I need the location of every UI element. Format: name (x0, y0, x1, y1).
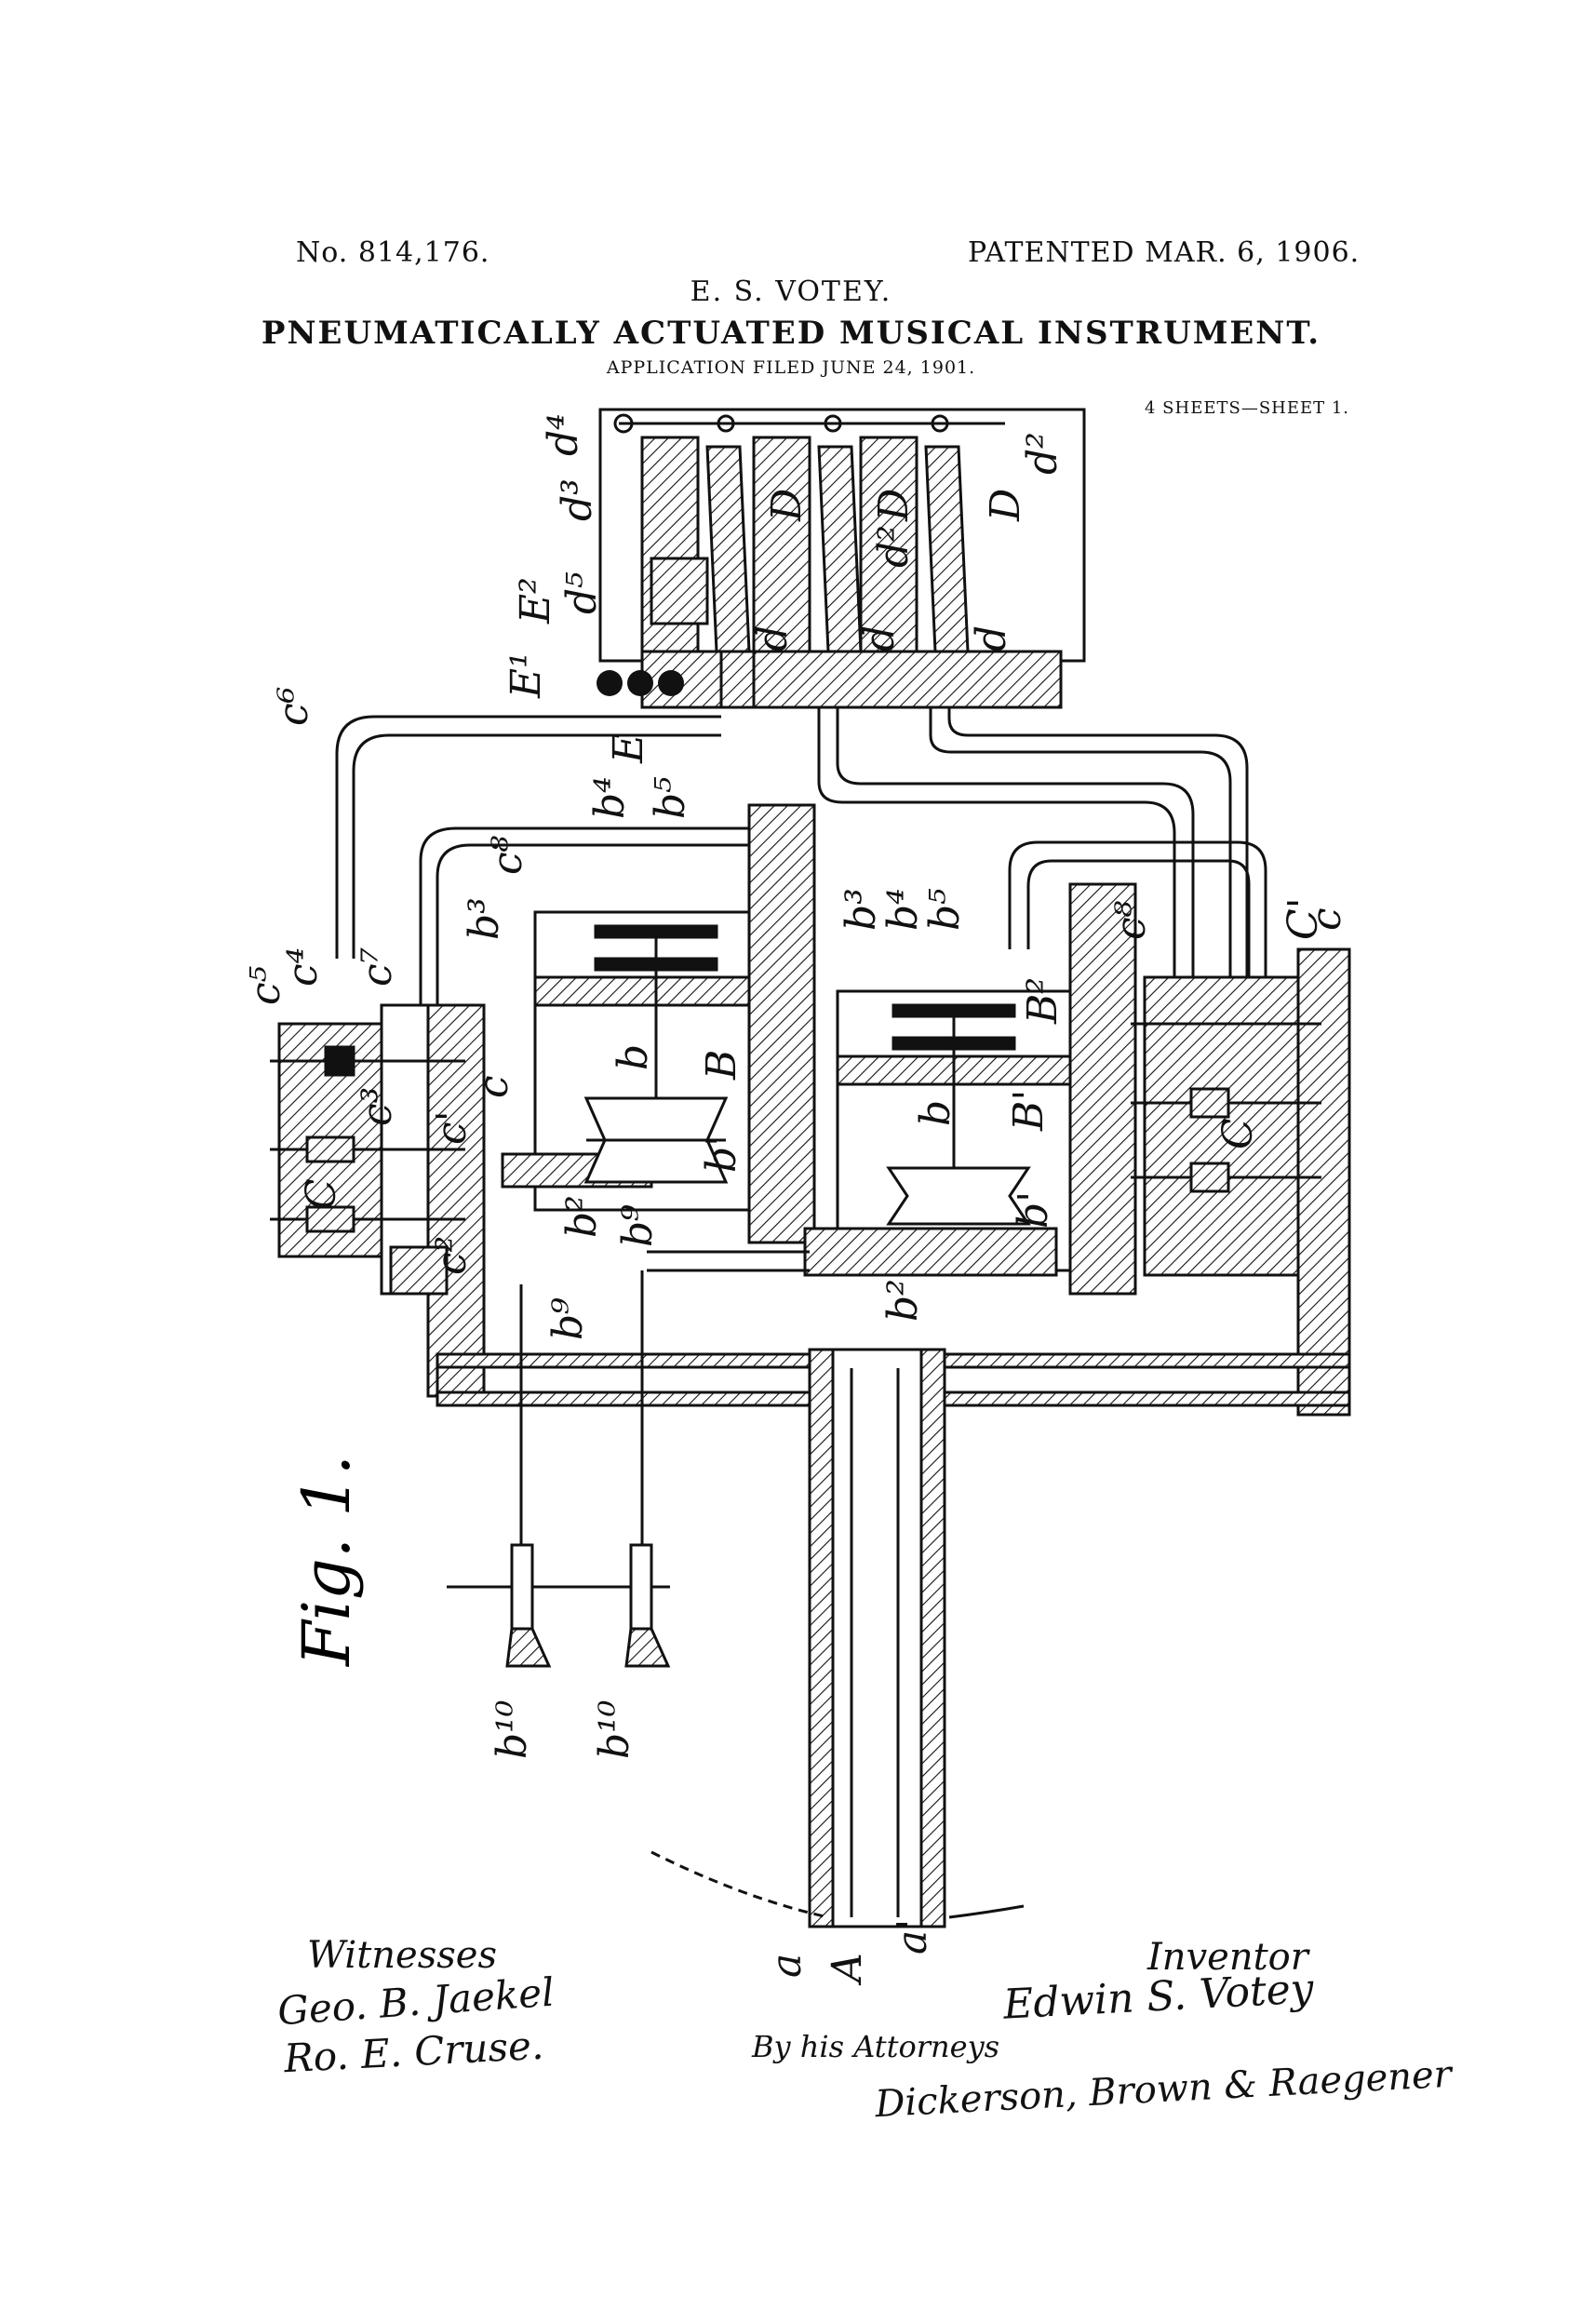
pouch-rollers (597, 670, 684, 696)
label-c6: c⁶ (270, 687, 317, 726)
label-d2-right: d² (1019, 432, 1066, 475)
application-filed-date: APPLICATION FILED JUNE 24, 1901. (606, 357, 976, 378)
primary-bellows-B (501, 803, 816, 1244)
label-b2-right: b² (879, 1279, 927, 1322)
label-d2-middle: d² (870, 525, 918, 568)
label-d5: d⁵ (558, 571, 606, 614)
label-b3-left: b³ (461, 897, 508, 940)
wind-trunk (436, 1250, 1351, 1928)
label-b2-left: b² (558, 1195, 606, 1238)
label-d-second: d (856, 625, 904, 652)
inventor-name: E. S. VOTEY. (690, 275, 892, 308)
label-b4-left: b⁴ (586, 776, 634, 819)
air-conduits (335, 707, 1267, 1005)
label-c-prime-left: c' (428, 1110, 476, 1145)
valve-chest-right (1131, 947, 1351, 1417)
label-b5-right: b⁵ (921, 888, 969, 931)
label-A: A (824, 1953, 871, 1986)
inventor-heading: Inventor (1147, 1936, 1308, 1979)
label-d3: d³ (554, 478, 601, 521)
label-b9-left: b⁹ (544, 1297, 592, 1340)
label-c8-left: c⁸ (484, 835, 531, 875)
label-b4-right: b⁴ (879, 888, 927, 931)
label-b10-left: b¹⁰ (489, 1699, 536, 1759)
label-B: B (698, 1050, 745, 1081)
patent-date: PATENTED MAR. 6, 1906. (968, 236, 1361, 269)
label-B-prime: B' (1005, 1090, 1052, 1132)
label-D-third: D (982, 489, 1029, 522)
label-c2: c² (428, 1236, 476, 1275)
drawing-reference-labels: c⁶ c⁸ c⁸ c⁵ c⁴ c⁷ c³ C c c' c² b³ b⁴ b⁵ … (242, 413, 1350, 1986)
label-b-right: b (912, 1100, 959, 1126)
label-D-second: D (870, 489, 918, 522)
label-b-prime-right: b' (1010, 1191, 1057, 1229)
label-c8-right: c⁸ (1107, 900, 1155, 940)
label-b5-left: b⁵ (647, 776, 694, 819)
label-E: E (605, 733, 652, 764)
label-D-first: D (763, 489, 811, 522)
label-B2: B² (1019, 977, 1066, 1025)
label-b10-right: b¹⁰ (591, 1699, 638, 1759)
figure-label: Fig. 1. (288, 1455, 365, 1668)
label-a-left: a (763, 1954, 811, 1978)
label-c3: c³ (354, 1087, 401, 1126)
valve-chest-left (270, 1003, 486, 1398)
reed-chest (598, 408, 1086, 709)
label-b-left: b (610, 1044, 657, 1070)
sheet-info: 4 SHEETS—SHEET 1. (1145, 398, 1350, 418)
label-b-prime-left: b' (698, 1135, 745, 1173)
label-d-third: d (968, 625, 1015, 652)
label-c7: c⁷ (354, 947, 401, 987)
label-b9-right: b⁹ (614, 1204, 662, 1247)
label-b3-right: b³ (838, 888, 885, 931)
label-a-prime: a' (889, 1919, 936, 1955)
label-E2: E² (512, 577, 559, 625)
witnesses-heading: Witnesses (307, 1934, 497, 1977)
label-C-right: C (1214, 1118, 1262, 1149)
label-C-left: C (298, 1178, 345, 1210)
invention-title: PNEUMATICALLY ACTUATED MUSICAL INSTRUMEN… (261, 315, 1321, 352)
label-d4: d⁴ (540, 413, 587, 456)
label-c-right: c (1303, 907, 1350, 931)
label-c4: c⁴ (279, 947, 327, 987)
patent-number: No. 814,176. (296, 236, 490, 269)
label-c-left: c (470, 1075, 517, 1098)
label-E1: E¹ (503, 652, 550, 699)
label-C-prime-right: C' (1280, 897, 1327, 940)
label-c5: c⁵ (242, 965, 289, 1005)
secondary-bellows-B-prime (803, 882, 1137, 1296)
label-d-first: d (749, 625, 797, 652)
by-attorneys-label: By his Attorneys (752, 2029, 1000, 2064)
